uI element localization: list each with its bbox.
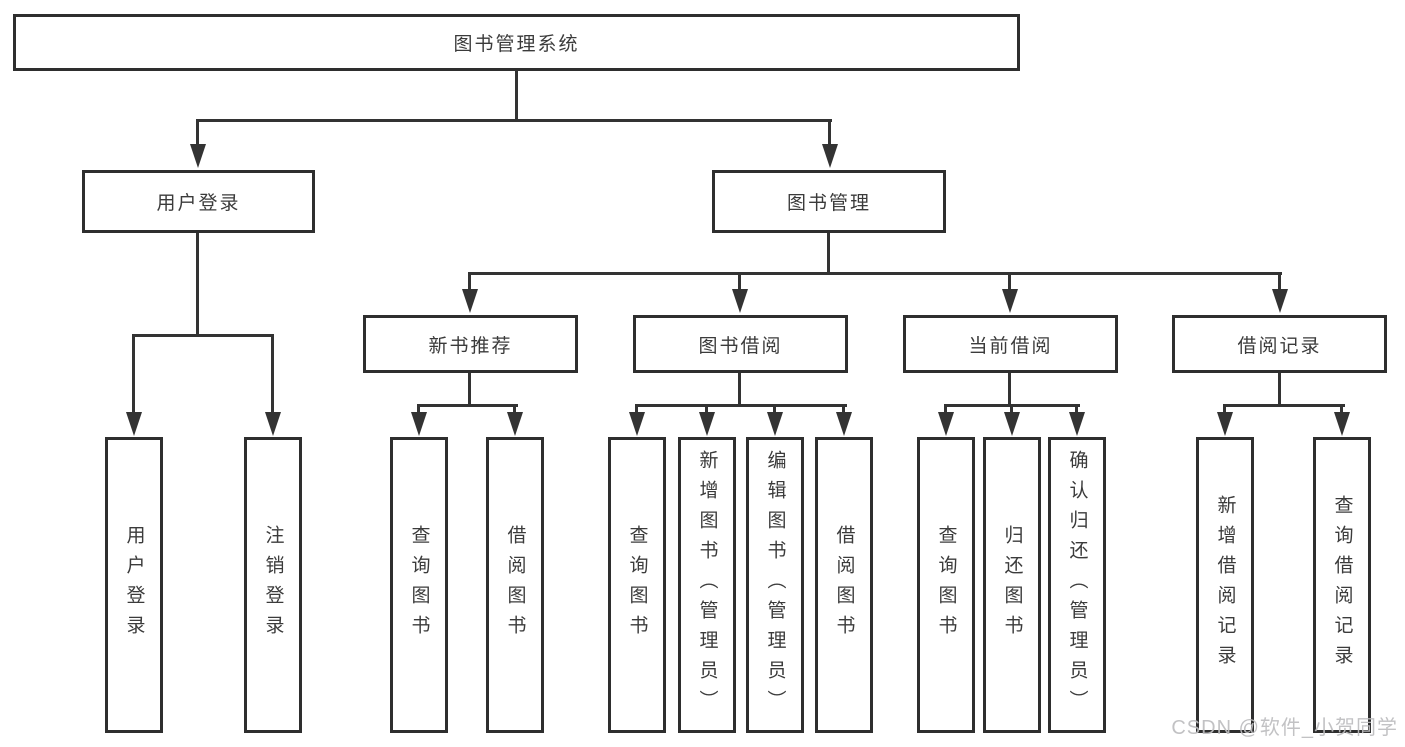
connector-line xyxy=(738,272,741,294)
connector-line xyxy=(1223,404,1226,418)
connector-line xyxy=(468,272,1282,275)
arrowhead-down xyxy=(1004,412,1020,436)
connector-line xyxy=(705,404,708,418)
connector-line xyxy=(417,404,518,407)
connector-line xyxy=(513,404,516,418)
connector-line xyxy=(515,70,518,122)
node-label: 编辑图书（管理员） xyxy=(764,450,786,720)
connector-line xyxy=(773,404,776,418)
connector-line xyxy=(1008,272,1011,294)
arrowhead-down xyxy=(507,412,523,436)
leaf-logout: 注销登录 xyxy=(244,437,302,733)
connector-line xyxy=(1075,404,1078,418)
arrowhead-down xyxy=(629,412,645,436)
leaf-return-books: 归还图书 xyxy=(983,437,1041,733)
node-label: 查询图书 xyxy=(408,525,430,645)
node-label: 查询图书 xyxy=(935,525,957,645)
node-label: 借阅图书 xyxy=(504,525,526,645)
node-label: 新书推荐 xyxy=(428,335,513,357)
connector-line xyxy=(1340,404,1343,418)
node-label: 用户登录 xyxy=(123,525,145,645)
connector-line xyxy=(132,334,135,416)
connector-line xyxy=(468,272,471,294)
node-label: 图书管理 xyxy=(786,193,871,214)
node-label: 图书借阅 xyxy=(698,335,783,357)
node-label: 确认归还（管理员） xyxy=(1066,450,1088,720)
node-label: 注销登录 xyxy=(262,525,284,645)
connector-line xyxy=(196,119,199,151)
node-label: 查询借阅记录 xyxy=(1331,495,1353,675)
arrowhead-down xyxy=(836,412,852,436)
node-book-borrowing: 图书借阅 xyxy=(633,315,848,373)
arrowhead-down xyxy=(822,144,838,168)
arrowhead-down xyxy=(265,412,281,436)
connector-line xyxy=(132,334,274,337)
arrowhead-down xyxy=(462,289,478,313)
node-label: 当前借阅 xyxy=(968,335,1053,357)
node-label: 借阅记录 xyxy=(1237,335,1322,357)
connector-line xyxy=(842,404,845,418)
node-current-borrowing: 当前借阅 xyxy=(903,315,1118,373)
connector-line xyxy=(635,404,847,407)
connector-line xyxy=(417,404,420,418)
connector-line xyxy=(1278,272,1281,294)
arrowhead-down xyxy=(1002,289,1018,313)
node-book-management: 图书管理 xyxy=(712,170,946,233)
arrowhead-down xyxy=(938,412,954,436)
node-label: 用户登录 xyxy=(156,193,241,214)
node-user-login-branch: 用户登录 xyxy=(82,170,315,233)
arrowhead-down xyxy=(411,412,427,436)
arrowhead-down xyxy=(1334,412,1350,436)
leaf-add-borrow-record: 新增借阅记录 xyxy=(1196,437,1254,733)
arrowhead-down xyxy=(126,412,142,436)
connector-line xyxy=(944,404,947,418)
arrowhead-down xyxy=(767,412,783,436)
node-label: 借阅图书 xyxy=(833,525,855,645)
arrowhead-down xyxy=(1272,289,1288,313)
arrowhead-down xyxy=(732,289,748,313)
leaf-user-login: 用户登录 xyxy=(105,437,163,733)
leaf-query-books-1: 查询图书 xyxy=(390,437,448,733)
leaf-query-borrow-record: 查询借阅记录 xyxy=(1313,437,1371,733)
connector-line xyxy=(828,119,831,151)
arrowhead-down xyxy=(699,412,715,436)
connector-line xyxy=(827,233,830,275)
connector-line xyxy=(196,233,199,337)
connector-line xyxy=(738,373,741,407)
node-label: 新增借阅记录 xyxy=(1214,495,1236,675)
csdn-watermark: CSDN @软件_小贺同学 xyxy=(1171,717,1398,739)
node-library-management-system: 图书管理系统 xyxy=(13,14,1020,71)
node-label: 新增图书（管理员） xyxy=(696,450,718,720)
node-new-book-recommendation: 新书推荐 xyxy=(363,315,578,373)
leaf-edit-books-admin: 编辑图书（管理员） xyxy=(746,437,804,733)
connector-line xyxy=(1223,404,1345,407)
leaf-add-books-admin: 新增图书（管理员） xyxy=(678,437,736,733)
node-label: 查询图书 xyxy=(626,525,648,645)
connector-line xyxy=(468,373,471,407)
arrowhead-down xyxy=(1217,412,1233,436)
connector-line xyxy=(635,404,638,418)
connector-line xyxy=(271,334,274,416)
leaf-confirm-return-admin: 确认归还（管理员） xyxy=(1048,437,1106,733)
node-label: 图书管理系统 xyxy=(453,34,580,55)
leaf-query-books-2: 查询图书 xyxy=(608,437,666,733)
leaf-borrow-books-2: 借阅图书 xyxy=(815,437,873,733)
arrowhead-down xyxy=(190,144,206,168)
leaf-borrow-books-1: 借阅图书 xyxy=(486,437,544,733)
leaf-query-books-3: 查询图书 xyxy=(917,437,975,733)
connector-line xyxy=(1278,373,1281,407)
connector-line xyxy=(196,119,832,122)
node-label: 归还图书 xyxy=(1001,525,1023,645)
node-borrowing-records: 借阅记录 xyxy=(1172,315,1387,373)
arrowhead-down xyxy=(1069,412,1085,436)
connector-line xyxy=(1010,404,1013,418)
connector-line xyxy=(1008,373,1011,407)
